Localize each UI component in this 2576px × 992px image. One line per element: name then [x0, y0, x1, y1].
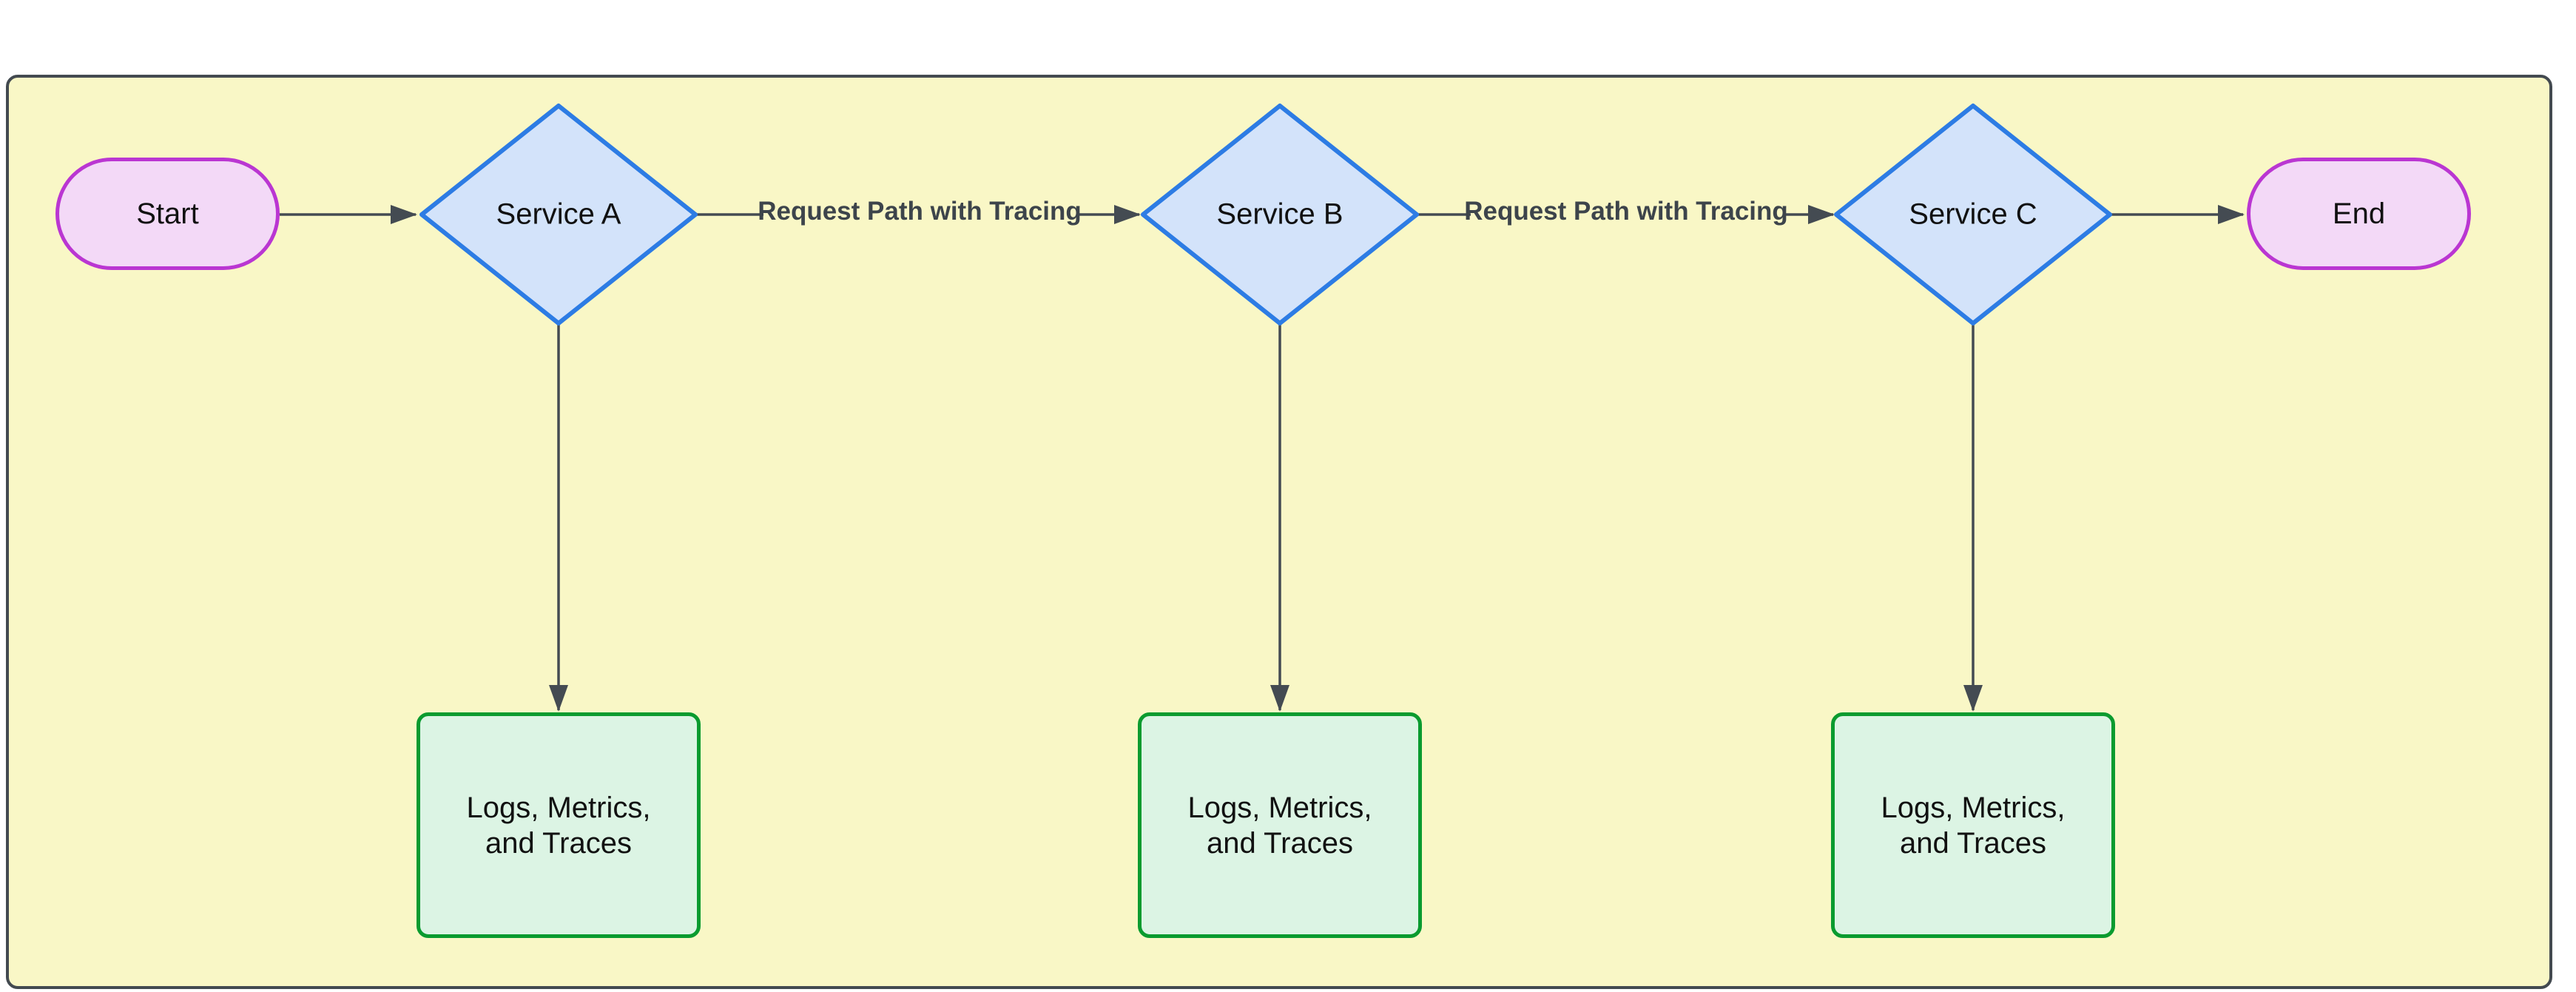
service-b-diamond — [1141, 104, 1419, 325]
telemetry-node-b-label: Logs, Metrics, and Traces — [1187, 791, 1372, 860]
end-node-label: End — [2332, 198, 2386, 230]
service-c-diamond — [1834, 104, 2112, 325]
telemetry-node-c: Logs, Metrics, and Traces — [1831, 712, 2115, 938]
service-a-diamond — [419, 104, 698, 325]
edge-label-a-to-b: Request Path with Tracing — [758, 197, 1082, 226]
service-c-label: Service C — [1909, 198, 2037, 231]
service-a-label: Service A — [496, 198, 621, 231]
start-node-label: Start — [136, 198, 199, 230]
telemetry-node-c-label: Logs, Metrics, and Traces — [1881, 791, 2066, 860]
start-node: Start — [55, 158, 280, 270]
telemetry-node-a-label: Logs, Metrics, and Traces — [466, 791, 651, 860]
telemetry-node-a: Logs, Metrics, and Traces — [417, 712, 701, 938]
edge-label-b-to-c: Request Path with Tracing — [1464, 197, 1788, 226]
end-node: End — [2247, 158, 2471, 270]
telemetry-node-b: Logs, Metrics, and Traces — [1138, 712, 1422, 938]
service-b-label: Service B — [1216, 198, 1343, 231]
